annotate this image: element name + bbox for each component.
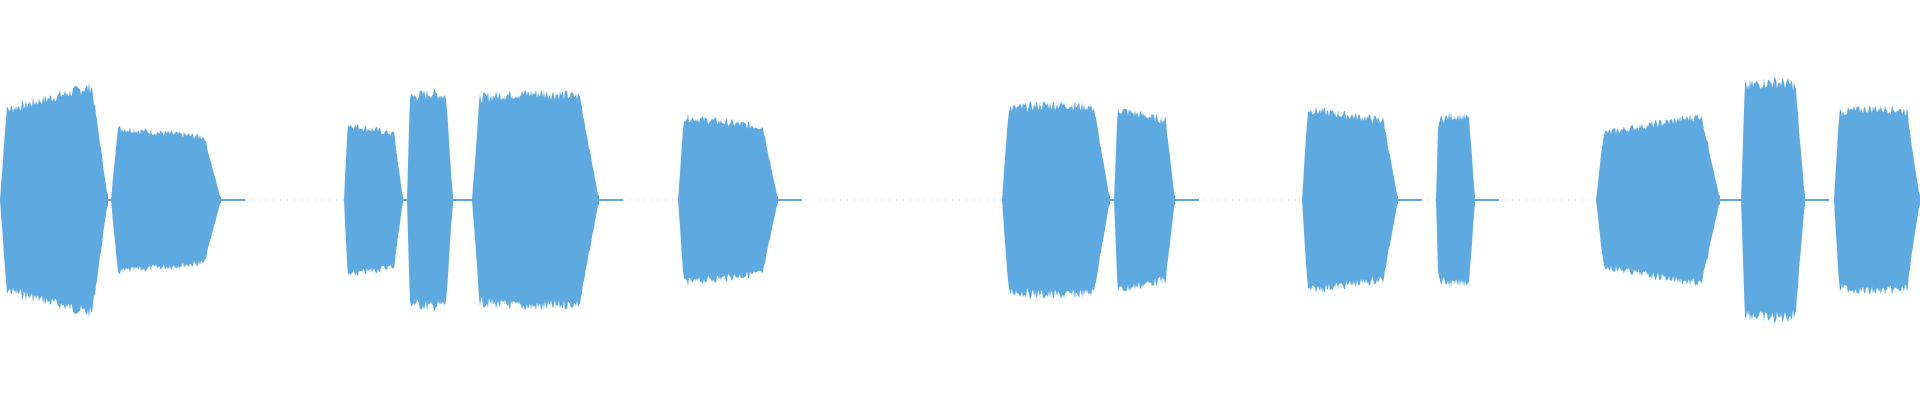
waveform-segment	[0, 82, 108, 318]
waveform-segment	[407, 88, 453, 312]
waveform-segment	[344, 123, 403, 277]
waveform-segment	[1302, 106, 1398, 294]
waveform-segment	[1741, 76, 1805, 324]
waveform-segment	[1596, 114, 1720, 286]
waveform-segment	[678, 113, 778, 287]
waveform-segment	[111, 126, 221, 274]
waveform-segment	[1002, 101, 1110, 299]
waveform-segment	[1114, 108, 1175, 292]
waveform-segment	[1436, 112, 1475, 288]
waveform-segment	[1834, 104, 1920, 296]
waveform-segment	[472, 89, 599, 311]
